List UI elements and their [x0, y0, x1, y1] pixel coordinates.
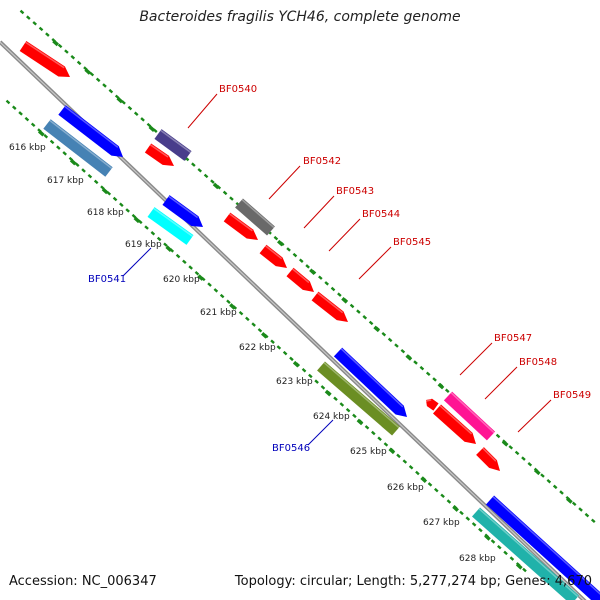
- gene-leader-line: [303, 195, 335, 229]
- kbp-tick-label: 619 kbp: [125, 240, 162, 250]
- gene-leader-line: [517, 399, 552, 433]
- kbp-tick-label: 620 kbp: [163, 275, 200, 285]
- reverse-tick-row: [5, 99, 527, 573]
- gene-leader-line: [484, 366, 518, 400]
- gene-arrow-7[interactable]: [162, 195, 203, 227]
- kbp-tick-label: 622 kbp: [239, 343, 276, 353]
- gene-leader-line: [187, 93, 218, 129]
- gene-label-bf0545[interactable]: BF0545: [393, 237, 431, 248]
- kbp-tick-label: 628 kbp: [459, 554, 496, 564]
- gene-arrow-1[interactable]: [19, 40, 70, 77]
- genome-summary-text: Topology: circular; Length: 5,277,274 bp…: [234, 574, 592, 589]
- gene-arrow-9[interactable]: [223, 212, 258, 240]
- gene-leader-line: [268, 165, 301, 200]
- gene-arrow-10[interactable]: [259, 244, 287, 268]
- gene-arrow-13[interactable]: [333, 347, 407, 417]
- gene-label-bf0547[interactable]: BF0547: [494, 333, 532, 344]
- kbp-tick-label: 618 kbp: [87, 208, 124, 218]
- gene-arrow-16[interactable]: [443, 391, 496, 441]
- kbp-tick-label: 627 kbp: [423, 518, 460, 528]
- gene-arrow-3[interactable]: [43, 119, 113, 177]
- kbp-tick-label: 625 kbp: [350, 447, 387, 457]
- gene-leader-line: [328, 218, 361, 252]
- gene-leader-line: [459, 342, 493, 376]
- gene-arrow-2[interactable]: [58, 105, 124, 157]
- kbp-tick-label: 626 kbp: [387, 483, 424, 493]
- kbp-tick-label: 624 kbp: [313, 412, 350, 422]
- gene-arrow-17[interactable]: [432, 404, 476, 444]
- gene-arrow-12[interactable]: [311, 291, 348, 322]
- gene-arrow-5[interactable]: [144, 143, 174, 166]
- gene-arrow-6[interactable]: [235, 198, 275, 236]
- gene-arrow-14[interactable]: [317, 361, 400, 436]
- gene-arrow-8[interactable]: [147, 207, 194, 245]
- gene-leader-line: [358, 246, 392, 280]
- gene-label-bf0548[interactable]: BF0548: [519, 357, 557, 368]
- gene-arrow-11[interactable]: [286, 267, 314, 292]
- gene-leader-line: [307, 419, 334, 446]
- gene-label-bf0549[interactable]: BF0549: [553, 390, 591, 401]
- accession-text: Accession: NC_006347: [9, 574, 157, 589]
- kbp-tick-label: 616 kbp: [9, 143, 46, 153]
- kbp-tick-label: 621 kbp: [200, 308, 237, 318]
- kbp-tick-label: 623 kbp: [276, 377, 313, 387]
- gene-label-bf0546[interactable]: BF0546: [272, 443, 310, 454]
- gene-label-bf0540[interactable]: BF0540: [219, 84, 257, 95]
- gene-arrow-15[interactable]: [424, 398, 439, 411]
- gene-label-bf0542[interactable]: BF0542: [303, 156, 341, 167]
- gene-label-bf0541[interactable]: BF0541: [88, 274, 126, 285]
- gene-leader-line: [122, 247, 152, 277]
- gene-arrow-19[interactable]: [485, 495, 600, 600]
- gene-label-bf0543[interactable]: BF0543: [336, 186, 374, 197]
- gene-label-bf0544[interactable]: BF0544: [362, 209, 400, 220]
- kbp-tick-label: 617 kbp: [47, 176, 84, 186]
- gene-arrow-20[interactable]: [472, 507, 579, 600]
- map-title: Bacteroides fragilis YCH46, complete gen…: [139, 9, 461, 25]
- gene-arrow-18[interactable]: [476, 447, 500, 471]
- gene-arrow-4[interactable]: [154, 129, 192, 161]
